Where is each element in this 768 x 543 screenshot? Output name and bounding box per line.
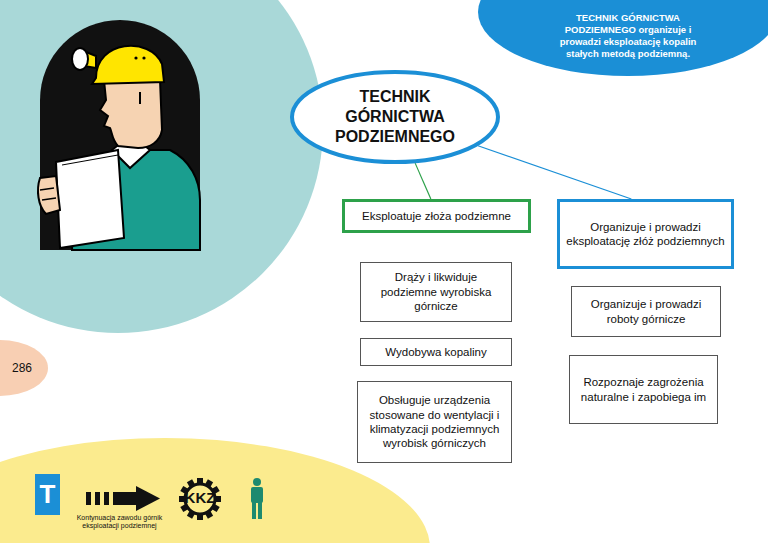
node-text: Organizuje i prowadzi roboty górnicze: [577, 297, 715, 326]
task-box: Drąży i likwiduje podziemne wyrobiska gó…: [360, 262, 512, 322]
person-icon: [251, 478, 263, 519]
connector-line: [415, 163, 431, 199]
info-ellipse: TECHNIK GÓRNICTWA PODZIEMNEGO organizuje…: [478, 0, 768, 76]
task-box: Obsługuje urządzenia stosowane do wentyl…: [357, 381, 512, 463]
continuation-note: Kontynuacja zawodu górnik eksploatacji p…: [62, 514, 177, 531]
gear-logo: [179, 478, 221, 520]
connector-line: [478, 146, 631, 199]
technik-icon: T: [35, 474, 60, 515]
node-text: TECHNIK GÓRNICTWA PODZIEMNEGO organizuje…: [544, 12, 712, 60]
teal-circle: [0, 0, 323, 333]
kkz-logo-text: KKZ: [178, 489, 222, 507]
miner-illustration: [38, 46, 200, 250]
category-box: Eksploatuje złoża podziemne: [342, 199, 531, 233]
node-text: TECHNIK GÓRNICTWA PODZIEMNEGO: [320, 87, 470, 147]
task-box: Wydobywa kopaliny: [360, 338, 512, 366]
central-ellipse: TECHNIK GÓRNICTWA PODZIEMNEGO: [290, 70, 500, 164]
page-tab: [0, 340, 48, 396]
category-box: Organizuje i prowadzi eksploatację złóż …: [557, 199, 734, 269]
task-box: Rozpoznaje zagrożenia naturalne i zapobi…: [569, 355, 718, 424]
node-text: T: [37, 478, 59, 511]
page-number: 286: [4, 356, 40, 380]
node-text: Eksploatuje złoża podziemne: [349, 209, 524, 223]
mine-arch: [40, 20, 200, 250]
node-text: Drąży i likwiduje podziemne wyrobiska gó…: [366, 270, 506, 313]
node-text: Organizuje i prowadzi eksploatację złóż …: [566, 220, 726, 249]
task-box: Organizuje i prowadzi roboty górnicze: [571, 286, 721, 337]
ellipse: [478, 0, 768, 76]
node-text: Rozpoznaje zagrożenia naturalne i zapobi…: [575, 375, 712, 404]
continuation-arrow: [86, 486, 160, 511]
node-text: Obsługuje urządzenia stosowane do wentyl…: [363, 393, 506, 451]
node-text: Wydobywa kopaliny: [366, 345, 506, 359]
node-text: 286: [5, 361, 39, 376]
ellipse: [292, 72, 498, 162]
